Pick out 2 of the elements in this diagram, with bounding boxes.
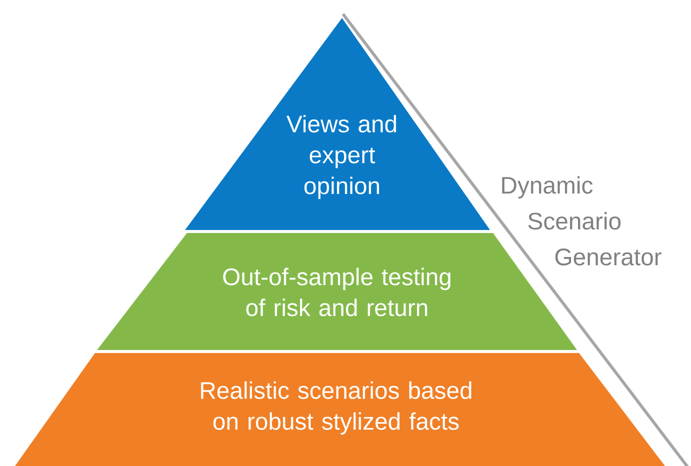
pyramid-band: Realistic scenarios based on robust stylized facts xyxy=(15,353,665,466)
pyramid-band: Views and expert opinion xyxy=(185,18,490,230)
